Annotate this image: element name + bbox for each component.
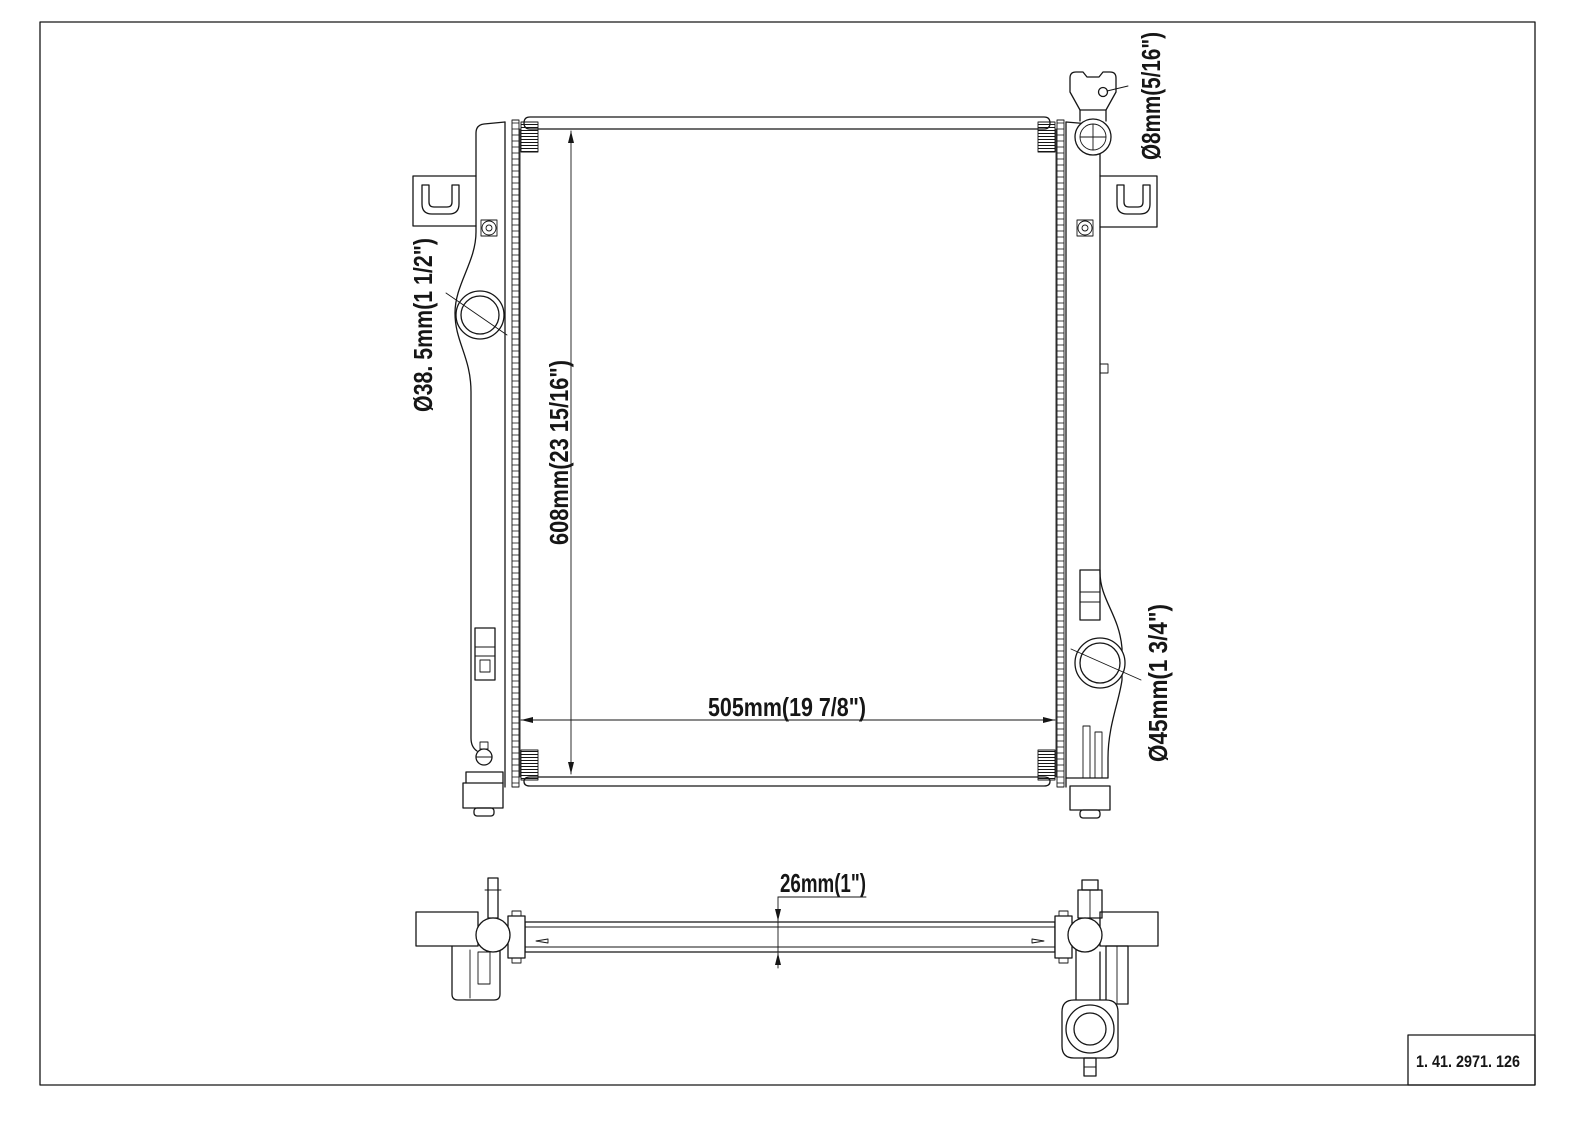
right-header-seam — [1056, 119, 1065, 788]
filler-neck-stem — [1079, 109, 1107, 122]
side-right-header — [1054, 910, 1073, 964]
side-left-header-tab-top — [511, 910, 522, 917]
left-clip-tab — [479, 659, 491, 673]
inlet-inner-circle — [460, 295, 500, 335]
left-bottom-mount — [462, 771, 504, 817]
left-tank-outline — [454, 121, 506, 752]
side-right-outlet-ring — [1065, 1004, 1115, 1054]
right-bracket-outline — [1099, 175, 1158, 228]
title-block: 1. 41. 2971. 126 — [1407, 1034, 1536, 1086]
right-bracket-slot — [1116, 184, 1151, 215]
core-thickness-label: 26mm(1") — [780, 868, 866, 898]
vent-leader-line — [1106, 85, 1129, 92]
side-view: 26mm(1") — [415, 868, 1159, 1077]
right-bolt-square — [1076, 219, 1094, 237]
right-bolt-inner — [1081, 224, 1089, 232]
side-right-header-tab-top — [1058, 910, 1069, 917]
title-block-box — [1407, 1034, 1536, 1086]
side-left-top-tube — [487, 877, 499, 919]
radiator-cap-icon — [1074, 118, 1112, 156]
fin-block-bottom-left — [520, 749, 539, 781]
side-right-outlet-bore — [1073, 1012, 1107, 1046]
left-mount-stud — [473, 807, 495, 817]
fin-block-bottom-right — [1037, 749, 1056, 781]
inlet-pipe — [445, 290, 508, 340]
side-core — [524, 921, 1056, 953]
core-width-label: 505mm(19 7/8") — [708, 692, 866, 722]
right-bottom-mount — [1069, 785, 1111, 819]
outlet-outer-circle — [1074, 637, 1126, 689]
left-mounting-bracket — [412, 175, 477, 227]
outlet-pipe — [1070, 637, 1142, 689]
side-left-tank — [415, 877, 511, 1001]
left-header-seam — [511, 119, 520, 788]
outlet-diameter-label: Ø45mm(1 3/4") — [1143, 604, 1173, 762]
vent-diameter-label: Ø8mm(5/16") — [1136, 32, 1166, 160]
side-left-header-plate — [507, 915, 526, 959]
right-rib-2 — [1094, 731, 1103, 779]
left-mount-block — [462, 782, 504, 809]
inlet-leader-line — [445, 292, 508, 336]
left-drain-nub — [479, 741, 489, 750]
side-right-outlet-flange — [1061, 999, 1119, 1059]
side-left-header-tab-bottom — [511, 957, 522, 964]
left-clip-body — [474, 627, 496, 681]
side-left-down-pipe-clip — [477, 951, 491, 985]
right-lower-ribs — [1082, 725, 1103, 779]
left-bolt-inner — [485, 224, 493, 232]
side-left-down-pipe — [451, 945, 501, 1001]
side-core-left-pointer — [535, 938, 549, 944]
cap-spokes — [1079, 123, 1107, 151]
outlet-inner-circle — [1079, 642, 1121, 684]
side-left-header — [507, 910, 526, 964]
right-side-tab — [1099, 363, 1109, 374]
front-view: 608mm(23 15/16") 505mm(19 7/8") Ø38. 5mm… — [408, 32, 1173, 819]
left-bracket-slot — [421, 184, 460, 215]
outlet-leader-line — [1070, 648, 1142, 681]
right-mount-stud — [1079, 809, 1101, 819]
side-left-bracket-block — [415, 911, 479, 947]
right-mounting-bracket — [1099, 175, 1158, 228]
right-clip — [1079, 569, 1101, 621]
right-rib-1 — [1082, 725, 1091, 779]
side-right-elbow — [1067, 917, 1103, 953]
right-bolt-outer — [1077, 220, 1093, 236]
vent-port-circle — [1097, 86, 1109, 98]
left-bolt-outer — [481, 220, 497, 236]
filler-neck-body — [1069, 71, 1117, 111]
left-bracket-outline — [412, 175, 477, 227]
inlet-outer-circle — [455, 290, 505, 340]
bottom-strap — [523, 776, 1051, 787]
left-mount-neck — [465, 771, 504, 784]
drawing-frame — [39, 21, 1536, 1086]
side-right-filler-cap — [1081, 879, 1099, 891]
side-right-outlet-stem — [1075, 949, 1101, 1001]
left-bolt-square — [480, 219, 498, 237]
side-left-elbow — [475, 917, 511, 953]
right-clip-body — [1079, 569, 1101, 621]
side-right-tank — [1061, 879, 1159, 1077]
right-mount-block — [1069, 785, 1111, 811]
side-right-bracket-block — [1099, 911, 1159, 947]
fin-block-top-left — [520, 121, 539, 153]
left-clip — [474, 627, 496, 681]
top-strap — [523, 116, 1051, 130]
side-core-right-pointer — [1031, 938, 1045, 944]
side-right-header-tab-bottom — [1058, 957, 1069, 964]
core-height-label: 608mm(23 15/16") — [544, 360, 574, 545]
part-number: 1. 41. 2971. 126 — [1416, 1052, 1520, 1071]
filler-neck — [1069, 71, 1129, 122]
fin-block-top-right — [1037, 121, 1056, 153]
inlet-diameter-label: Ø38. 5mm(1 1/2") — [408, 238, 438, 412]
left-bolt-icon — [480, 219, 498, 237]
left-drain-bolt — [475, 741, 493, 766]
right-bolt-icon — [1076, 219, 1094, 237]
